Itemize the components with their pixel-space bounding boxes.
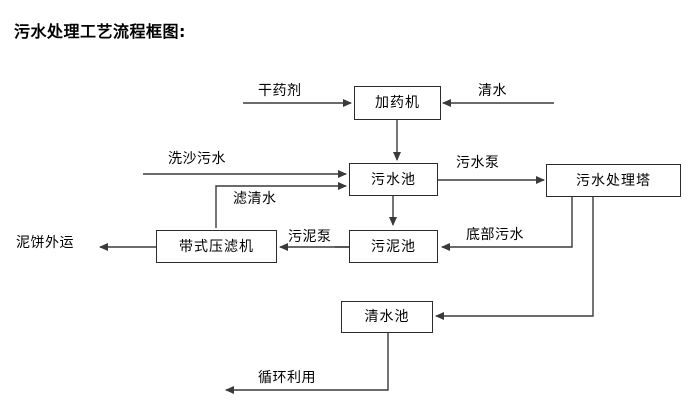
- page-title: 污水处理工艺流程框图:: [14, 22, 186, 41]
- io-label-sand-washing-wastewater: 洗沙污水: [168, 151, 226, 167]
- node-dosing-machine[interactable]: 加药机: [354, 86, 441, 120]
- edge-label-bottom-wastewater: 底部污水: [466, 227, 524, 243]
- edge-filtered-water-to-pool: [215, 182, 347, 228]
- node-belt-filter-press-label: 带式压滤机: [179, 238, 254, 255]
- node-clean-water-pool-label: 清水池: [364, 309, 410, 325]
- node-wastewater-pool[interactable]: 污水池: [349, 163, 438, 196]
- edge-label-sewage-pump: 污水泵: [456, 155, 500, 171]
- io-label-dry-chemical: 干药剂: [258, 83, 302, 99]
- node-sludge-pool[interactable]: 污泥池: [349, 230, 438, 263]
- node-belt-filter-press[interactable]: 带式压滤机: [156, 230, 277, 263]
- io-label-clean-water-input: 清水: [478, 83, 507, 99]
- node-treatment-tower-label: 污水处理塔: [576, 172, 651, 189]
- node-clean-water-pool[interactable]: 清水池: [341, 301, 433, 333]
- node-dosing-machine-label: 加药机: [375, 95, 420, 111]
- node-treatment-tower[interactable]: 污水处理塔: [546, 164, 681, 197]
- node-wastewater-pool-label: 污水池: [371, 171, 416, 188]
- edge-label-filtered-clear-water: 滤清水: [233, 191, 277, 207]
- edge-label-sludge-pump: 污泥泵: [288, 229, 332, 245]
- node-sludge-pool-label: 污泥池: [371, 238, 416, 255]
- edge-label-recycle-reuse: 循环利用: [258, 370, 316, 386]
- edge-tower-bottom-to-sludge: [441, 196, 573, 251]
- edge-tower-to-clean-pool: [435, 196, 594, 320]
- edge-clean-pool-recycle: [225, 331, 389, 394]
- io-label-mud-cake-output: 泥饼外运: [16, 235, 74, 251]
